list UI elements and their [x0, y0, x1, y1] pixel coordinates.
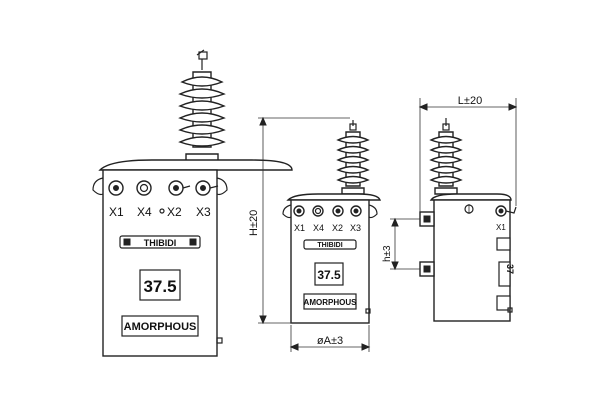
side-rating-text: 37 — [505, 264, 515, 274]
small-label-x1: X1 — [294, 223, 305, 233]
hook-height-dimension: h±3 — [382, 217, 420, 271]
large-lid — [98, 159, 293, 171]
small-nameplate: THIBIDI — [303, 239, 357, 250]
large-label-x3: X3 — [196, 205, 211, 219]
side-ground-lug — [507, 307, 513, 313]
side-view: X1 37 — [419, 118, 517, 322]
large-right-ear — [216, 177, 228, 196]
large-neutral-dot — [159, 208, 165, 214]
large-nameplate: THIBIDI — [119, 235, 201, 249]
diameter-dimension-label: øA±3 — [317, 335, 343, 347]
side-bushing — [429, 118, 463, 195]
small-transformer-front-view: X1 X4 X2 X3 THIBIDI 37.5 AMORPHOUS — [282, 120, 381, 324]
large-type-text: AMORPHOUS — [124, 321, 197, 333]
side-lift-dot — [464, 204, 474, 214]
large-transformer-front-view: X1 X4 X2 X3 THIBIDI 37.5 AMORPHOUS — [92, 49, 293, 357]
side-type-box — [496, 295, 511, 311]
side-rating-box — [498, 261, 511, 287]
large-terminals — [108, 180, 219, 196]
small-label-x4: X4 — [313, 223, 324, 233]
large-label-x2: X2 — [167, 205, 182, 219]
height-dimension-label: H±20 — [248, 210, 260, 236]
large-rating-box — [139, 269, 181, 301]
side-lid — [429, 193, 512, 201]
small-bushing — [336, 120, 370, 195]
small-rating-text: 37.5 — [317, 268, 341, 282]
large-rating-text: 37.5 — [143, 277, 176, 296]
large-left-ear — [92, 177, 104, 196]
small-rating-box — [314, 262, 344, 286]
large-bushing — [178, 49, 226, 163]
large-label-x4: X4 — [137, 205, 152, 219]
side-nameplate — [496, 237, 511, 251]
height-dimension: H±20 — [248, 116, 350, 325]
length-dimension-label: L±20 — [458, 95, 482, 107]
small-left-ear — [282, 204, 292, 219]
small-terminals — [293, 205, 362, 217]
small-brand-text: THIBIDI — [317, 242, 342, 249]
small-lid — [286, 193, 381, 201]
large-ground-lug — [216, 337, 223, 344]
small-type-text: AMORPHOUS — [304, 298, 358, 307]
small-label-x2: X2 — [332, 223, 343, 233]
small-label-x3: X3 — [350, 223, 361, 233]
hook-height-dimension-label: h±3 — [382, 245, 393, 262]
large-type-box — [121, 315, 199, 337]
large-label-x1: X1 — [109, 205, 124, 219]
small-type-box — [303, 293, 357, 310]
diameter-dimension: øA±3 — [289, 325, 371, 352]
large-brand-text: THIBIDI — [144, 238, 177, 248]
length-dimension: L±20 — [418, 95, 518, 212]
side-terminal-label: X1 — [496, 223, 506, 232]
small-right-ear — [368, 204, 378, 219]
small-ground-lug — [365, 308, 371, 314]
